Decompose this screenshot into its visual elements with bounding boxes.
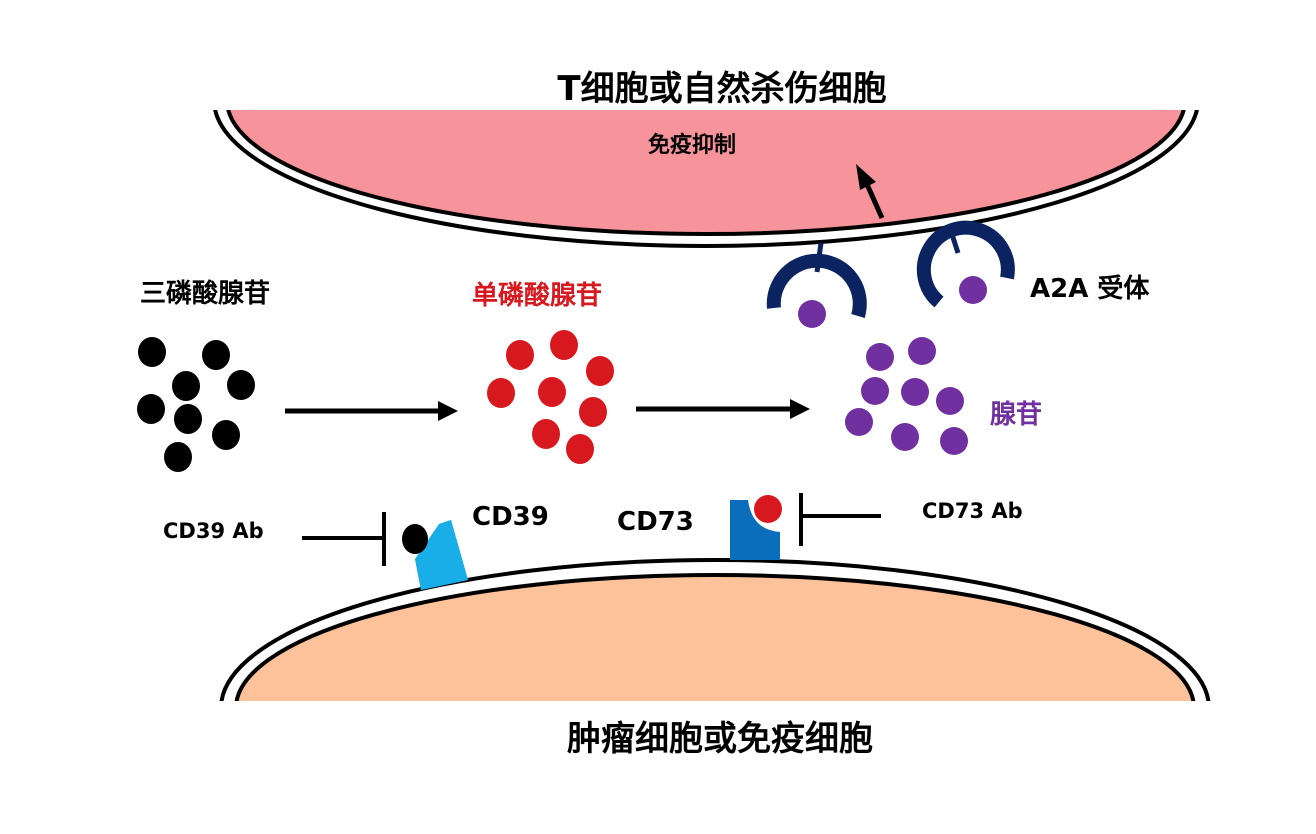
adenosine-cluster [845,337,968,455]
adenosine-molecule [936,387,964,415]
adenosine-bound [959,276,987,304]
adenosine-molecule [861,377,889,405]
atp-cluster [137,337,255,472]
amp-molecule [538,377,566,407]
amp-cluster [487,330,614,464]
cd39-inhibition-icon [302,512,386,566]
amp-molecule [550,330,578,360]
cd39-label: CD39 [472,502,549,532]
conversion-arrow-1 [285,401,458,421]
atp-molecule [212,420,240,450]
a2a-receptor-right [916,220,1015,308]
adenosine-molecule [866,343,894,371]
amp-bound [754,495,782,523]
cd39-enzyme [402,520,468,590]
conversion-arrow-2 [636,399,810,419]
top-cell [213,110,1199,248]
amp-label: 单磷酸腺苷 [472,281,602,311]
cd73-enzyme [730,495,782,560]
bottom-cell-outer-membrane [219,558,1211,701]
adenosine-molecule [940,427,968,455]
adenosine-molecule [845,408,873,436]
amp-molecule [532,419,560,449]
cd73-ab-label: CD73 Ab [922,499,1023,523]
a2a-receptor-label: A2A 受体 [1030,273,1150,304]
amp-molecule [487,378,515,408]
atp-molecule [164,442,192,472]
amp-molecule [566,434,594,464]
atp-molecule [137,394,165,424]
top-cell-title: T细胞或自然杀伤细胞 [557,69,886,109]
a2a-receptor-left [766,242,867,328]
adenosine-bound [798,300,826,328]
atp-molecule [172,371,200,401]
cd39-ab-label: CD39 Ab [163,519,264,543]
atp-molecule [138,337,166,367]
atp-molecule [174,404,202,434]
top-cell-outer-membrane [213,110,1199,248]
bottom-cell-body [234,573,1196,701]
bottom-cell [219,558,1211,701]
amp-molecule [579,397,607,427]
amp-molecule [506,340,534,370]
top-cell-body [226,110,1186,236]
immune-suppression-label: 免疫抑制 [648,132,736,158]
cd73-inhibition-icon [799,493,881,546]
atp-molecule [227,370,255,400]
adenosine-molecule [901,378,929,406]
cd73-label: CD73 [617,507,694,537]
bottom-cell-title: 肿瘤细胞或免疫细胞 [567,719,873,759]
atp-label: 三磷酸腺苷 [140,279,270,309]
signal-arrow-icon [856,164,885,220]
adenosine-molecule [891,423,919,451]
adenosine-molecule [908,337,936,365]
amp-molecule [586,356,614,386]
atp-molecule [202,340,230,370]
atp-bound [402,524,428,554]
adenosine-label: 腺苷 [989,400,1042,430]
